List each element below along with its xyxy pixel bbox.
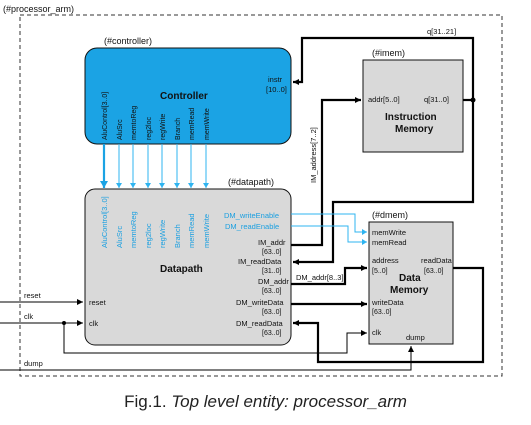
datapath-port-im-readdata: IM_readData [238, 257, 282, 266]
controller-title: Controller [160, 91, 208, 102]
datapath-port-reset: reset [89, 298, 107, 307]
datapath-port-dm-readdata-range: [63..0] [262, 330, 282, 337]
controller-instance-label: (#controller) [104, 36, 152, 46]
dump-input-label: dump [24, 359, 43, 368]
datapath-title: Datapath [160, 264, 203, 275]
clk-input-label: clk [24, 312, 33, 321]
wire-dm-read-enable [291, 225, 367, 245]
imem-block[interactable] [362, 59, 464, 153]
datapath-port-clk: clk [89, 319, 98, 328]
controller-signal-1: AluSrc [117, 119, 124, 140]
datapath-port-im-readdata-range: [31..0] [262, 268, 282, 275]
wire-dm-write-enable [291, 213, 367, 235]
datapath-port-dm-readdata: DM_readData [236, 319, 284, 328]
imem-title-line1: Instruction [385, 112, 437, 123]
dmem-port-memread: memRead [372, 238, 407, 247]
datapath-instance-label: (#datapath) [228, 177, 274, 187]
block-diagram: (#processor_arm) (#controller) Controlle… [0, 4, 503, 377]
reset-input-label: reset [24, 291, 42, 300]
datapath-signal-labels: AluControl[3..0] AluSrc memtoReg reg2loc reg… [100, 196, 211, 248]
datapath-signal-4: regWrite [158, 220, 167, 248]
dmem-port-memwrite: memWrite [372, 228, 406, 237]
controller-signal-5: Branch [175, 118, 182, 140]
imem-port-q: q[31..0] [424, 95, 449, 104]
imem-title-line2: Memory [395, 124, 434, 135]
controller-block[interactable] [84, 47, 292, 145]
dmem-instance-label: (#dmem) [372, 210, 408, 220]
controller-signal-2: memtoReg [131, 106, 138, 140]
control-signal-wires [100, 144, 209, 188]
imem-instance-label: (#imem) [372, 48, 405, 58]
datapath-signal-0: AluControl[3..0] [100, 196, 109, 248]
datapath-port-dm-writedata-range: [63..0] [262, 309, 282, 316]
datapath-block[interactable] [84, 188, 292, 346]
datapath-port-dm-addr-range: [63..0] [262, 288, 282, 295]
controller-signal-3: reg2loc [146, 117, 153, 140]
dm-addr-wire-label: DM_addr[8..3] [296, 273, 344, 282]
bus-q-top-label: q[31..21] [427, 27, 456, 36]
dmem-title-line1: Data [399, 273, 421, 284]
bus-im-address [291, 97, 361, 247]
datapath-signal-1: AluSrc [115, 226, 124, 248]
bus-dm-address [291, 265, 367, 286]
wire-dump [0, 346, 414, 371]
bus-dm-readdata [293, 266, 485, 364]
dmem-title-line2: Memory [390, 285, 429, 296]
dmem-port-writedata: writeData [371, 298, 405, 307]
dmem-port-address-range: [5..0] [372, 268, 388, 275]
dmem-port-dump: dump [406, 333, 425, 342]
datapath-signal-6: memRead [187, 213, 196, 248]
controller-signal-labels: AluControl[3..0] AluSrc memtoReg reg2loc reg… [102, 92, 211, 140]
dmem-port-address: address [372, 256, 399, 265]
datapath-signal-7: memWrite [202, 214, 211, 248]
datapath-signal-5: Branch [173, 224, 182, 248]
bus-instr-to-controller [293, 36, 475, 100]
controller-port-instr-range: [10..0] [266, 85, 287, 94]
datapath-port-im-addr-range: [63..0] [262, 249, 282, 256]
dmem-port-writedata-range: [63..0] [372, 309, 392, 316]
controller-signal-4: regWrite [160, 114, 167, 140]
datapath-port-dm-addr: DM_addr [258, 277, 289, 286]
figure-caption: Fig.1. Top level entity: processor_arm [0, 392, 531, 412]
caption-title: Top level entity: processor_arm [171, 392, 407, 411]
datapath-signal-2: memtoReg [129, 211, 138, 248]
wire-clk-to-dmem [63, 323, 367, 354]
controller-signal-0: AluControl[3..0] [102, 92, 109, 140]
datapath-port-dm-read-enable: DM_readEnable [225, 222, 279, 231]
dmem-port-readdata-range: [63..0] [424, 268, 444, 275]
controller-signal-6: memRead [189, 108, 196, 140]
datapath-port-dm-write-enable: DM_writeEnable [224, 211, 279, 220]
controller-signal-7: memWrite [204, 108, 211, 140]
dmem-port-readdata: readData [421, 256, 453, 265]
processor-arm-boundary [19, 14, 503, 377]
dmem-port-clk: clk [372, 328, 381, 337]
datapath-port-dm-writedata: DM_writeData [236, 298, 284, 307]
datapath-port-im-addr: IM_addr [258, 238, 286, 247]
imem-port-addr: addr[5..0] [368, 95, 400, 104]
im-address-wire-label: IM_address[7..2] [309, 127, 318, 183]
controller-port-instr: instr [268, 75, 283, 84]
bus-instr-to-datapath [293, 100, 475, 265]
dmem-block[interactable] [368, 221, 454, 345]
processor-arm-label: (#processor_arm) [3, 4, 74, 14]
caption-prefix: Fig.1. [124, 392, 172, 411]
datapath-signal-3: reg2loc [144, 223, 153, 248]
